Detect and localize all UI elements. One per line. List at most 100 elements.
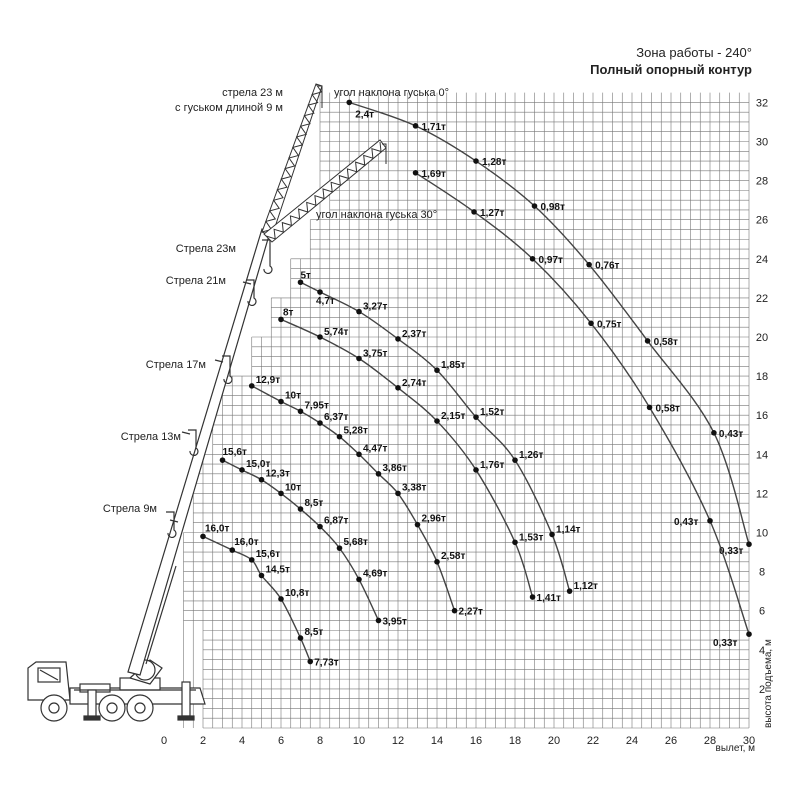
- load-point: [644, 338, 651, 344]
- x-tick-label: 30: [743, 735, 755, 747]
- load-point: [451, 607, 458, 614]
- y-axis-label: высота подъема, м: [763, 639, 774, 728]
- load-point: [375, 617, 382, 624]
- load-label: 2,4т: [355, 109, 374, 120]
- x-tick-label: 0: [161, 735, 167, 747]
- x-tick-label: 20: [548, 735, 560, 747]
- load-label: 2,27т: [459, 607, 483, 618]
- load-label: 3,75т: [363, 349, 387, 360]
- load-label: 3,38т: [402, 482, 426, 493]
- load-label: 0,58т: [654, 337, 678, 348]
- y-tick-label: 28: [756, 176, 768, 188]
- load-label: 0,98т: [541, 202, 565, 213]
- load-point: [531, 203, 538, 209]
- load-label: 1,41т: [537, 593, 561, 604]
- load-point: [248, 557, 255, 563]
- load-curves: 2,4т1,71т1,28т0,98т0,76т0,58т0,43т0,33т1…: [200, 99, 752, 669]
- y-tick-label: 12: [756, 488, 768, 500]
- load-point: [336, 545, 343, 551]
- load-point: [707, 517, 713, 524]
- x-tick-label: 8: [317, 735, 323, 747]
- load-label: 0,43т: [674, 517, 698, 528]
- load-label: 6,37т: [324, 412, 348, 423]
- load-label: 3,95т: [383, 616, 407, 627]
- jib-boom-label-line1: стрела 23 м: [222, 87, 283, 99]
- load-label: 1,53т: [519, 532, 543, 543]
- y-tick-label: 4: [759, 645, 765, 657]
- curve-b17: 12,9т10т7,95т6,37т5,28т4,47т3,86т3,38т2,…: [248, 375, 483, 618]
- jib-boom-label-line2: с гуськом длиной 9 м: [175, 102, 283, 114]
- load-label: 4,47т: [363, 443, 387, 454]
- load-label: 6,87т: [324, 516, 348, 527]
- y-tick-label: 32: [756, 97, 768, 109]
- load-label: 7,73т: [314, 658, 338, 669]
- x-tick-label: 18: [509, 735, 521, 747]
- chart-grid: [183, 92, 750, 729]
- load-point: [258, 476, 265, 483]
- boom-17-label: Стрела 17м: [146, 359, 206, 371]
- boom-13-label: Стрела 13м: [121, 431, 181, 443]
- load-label: 5,28т: [344, 426, 368, 437]
- load-label: 1,14т: [556, 524, 580, 535]
- load-label: 1,27т: [480, 208, 504, 219]
- load-point: [566, 588, 573, 594]
- load-point: [746, 631, 752, 637]
- load-point: [746, 541, 752, 548]
- load-point: [529, 594, 536, 600]
- load-label: 0,75т: [597, 319, 621, 330]
- load-point: [434, 367, 440, 374]
- y-tick-label: 2: [759, 684, 765, 696]
- load-point: [711, 429, 717, 436]
- load-point: [473, 414, 479, 420]
- boom-9-label: Стрела 9м: [103, 503, 157, 515]
- boom-hooks: [166, 239, 273, 539]
- load-point: [375, 471, 382, 477]
- load-label: 0,76т: [595, 261, 619, 272]
- load-point: [317, 289, 323, 295]
- load-label: 2,15т: [441, 411, 465, 422]
- load-label: 1,71т: [422, 122, 446, 133]
- load-label: 15,6т: [256, 549, 280, 560]
- load-label: 0,58т: [656, 403, 680, 414]
- load-label: 10т: [285, 482, 301, 493]
- y-tick-label: 6: [759, 606, 765, 618]
- y-tick-label: 10: [756, 528, 768, 540]
- load-label: 16,0т: [205, 523, 229, 534]
- load-point: [395, 490, 401, 497]
- load-label: 12,9т: [256, 375, 280, 386]
- jib-angle-30-label: угол наклона гуська 30°: [316, 209, 437, 221]
- chart-title: Зона работы - 240°: [636, 45, 752, 60]
- load-label: 7,95т: [305, 400, 329, 411]
- x-tick-label: 26: [665, 735, 677, 747]
- load-point: [297, 279, 304, 286]
- load-point: [586, 261, 592, 268]
- x-tick-label: 12: [392, 735, 404, 747]
- load-point: [346, 99, 353, 106]
- y-tick-label: 14: [756, 449, 768, 461]
- load-point: [317, 420, 323, 426]
- load-label: 8,5т: [305, 498, 324, 509]
- y-tick-label: 24: [756, 254, 768, 266]
- load-point: [512, 539, 518, 546]
- curve-b13: 15,6т15,0т12,3т10т8,5т6,87т5,68т4,69т3,9…: [219, 447, 407, 627]
- load-label: 0,43т: [719, 429, 743, 440]
- load-label: 1,69т: [422, 169, 446, 180]
- load-label: 15,6т: [223, 447, 247, 458]
- x-tick-label: 22: [587, 735, 599, 747]
- load-label: 8,5т: [305, 627, 324, 638]
- load-label: 15,0т: [246, 459, 270, 470]
- load-point: [473, 158, 479, 164]
- load-point: [356, 576, 362, 583]
- load-label: 5,68т: [344, 537, 368, 548]
- load-point: [356, 355, 362, 362]
- load-point: [529, 255, 536, 262]
- x-axis-label: вылет, м: [716, 743, 756, 754]
- load-point: [471, 209, 477, 215]
- x-tick-label: 16: [470, 735, 482, 747]
- load-point: [588, 320, 594, 327]
- load-point: [356, 451, 362, 458]
- load-point: [434, 559, 440, 565]
